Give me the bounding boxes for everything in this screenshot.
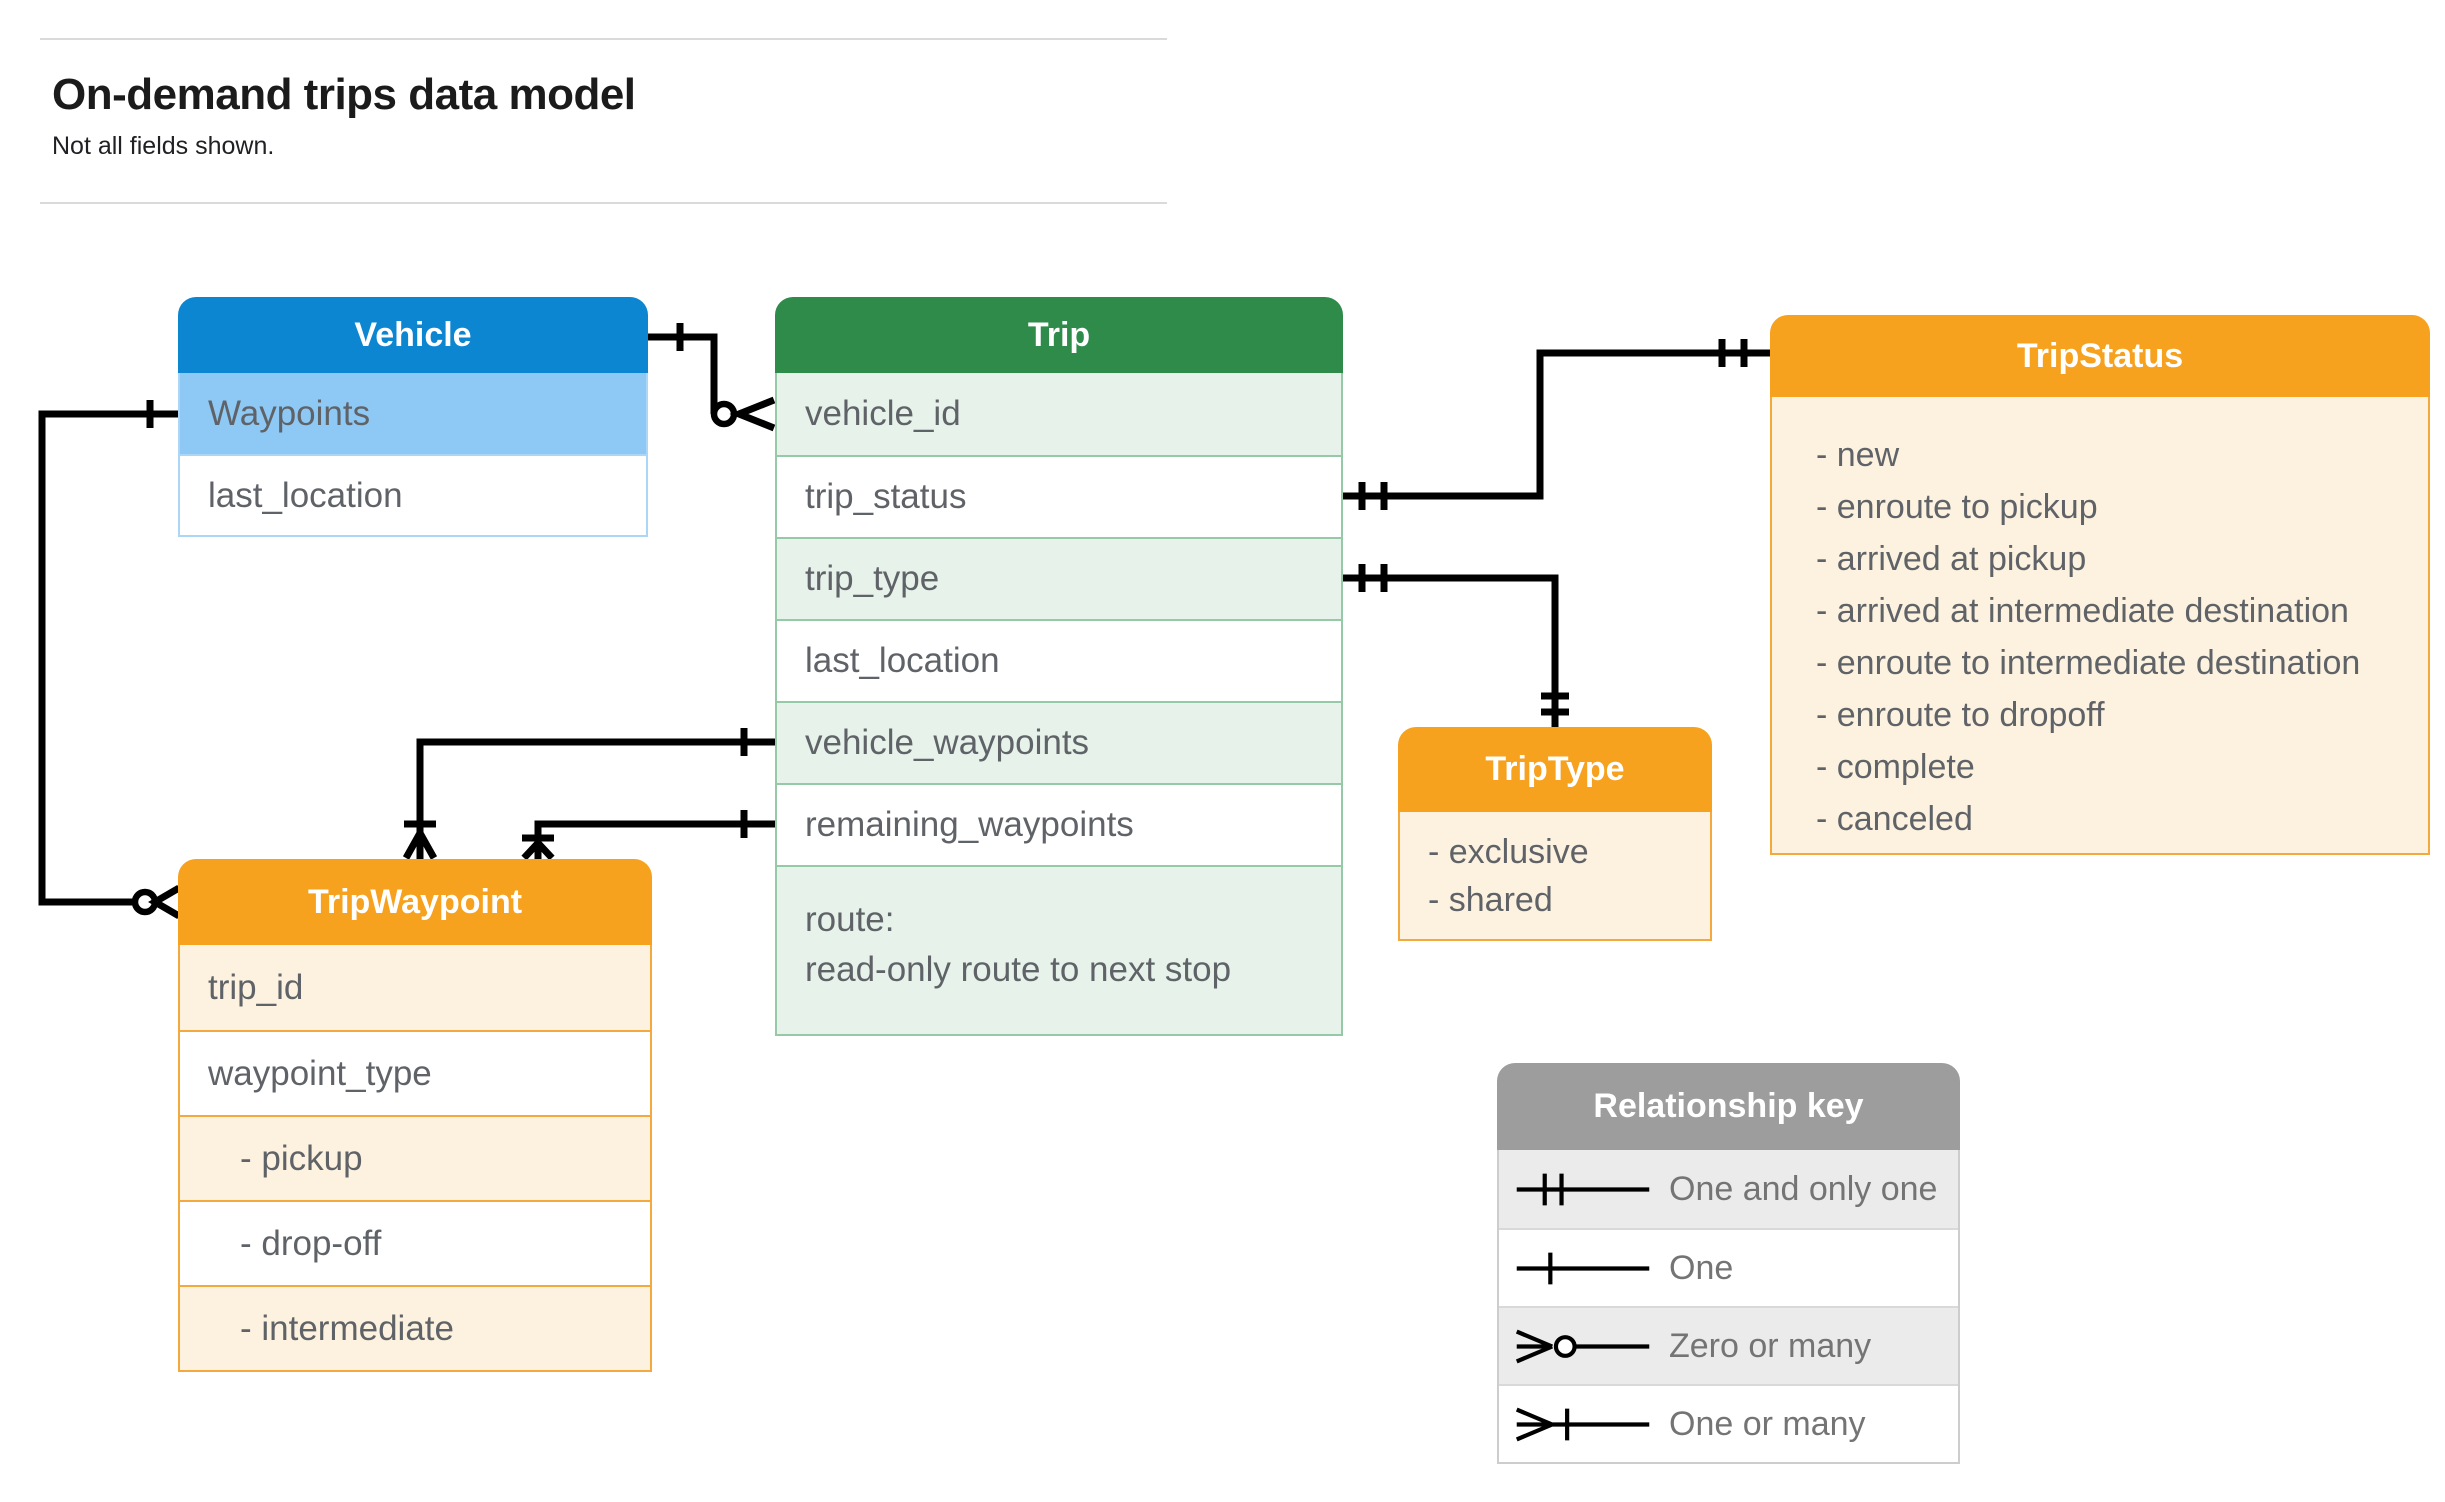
wire — [1343, 349, 1770, 500]
status-value-complete: - complete — [1816, 748, 1975, 786]
connector-vehicle-trip — [648, 323, 776, 432]
type-value-shared: - shared — [1428, 881, 1553, 919]
field-vehicle-id: vehicle_id — [777, 373, 1341, 455]
title-rule-top — [40, 38, 1167, 40]
connector-vehicle-tripwaypoint — [38, 400, 181, 920]
connector-trip-triptype — [1343, 564, 1569, 727]
field-label: trip_status — [805, 477, 967, 516]
wire — [534, 820, 775, 859]
entity-trip-body: vehicle_id trip_status trip_type last_lo… — [775, 373, 1343, 1036]
entity-vehicle: Vehicle Waypoints last_location — [178, 297, 648, 537]
field-trip-status: trip_status — [777, 455, 1341, 537]
relationship-key-header: Relationship key — [1497, 1063, 1960, 1150]
entity-vehicle-body: Waypoints last_location — [178, 373, 648, 537]
field-trip-type: trip_type — [777, 537, 1341, 619]
crow-foot-icon — [521, 837, 555, 861]
status-value-arrived-at-intermediate-destination: - arrived at intermediate destination — [1816, 592, 2349, 630]
relationship-key-title: Relationship key — [1593, 1087, 1864, 1125]
entity-triptype-title: TripType — [1485, 750, 1625, 788]
entity-trip: Trip vehicle_id trip_status trip_type la… — [775, 297, 1343, 1036]
entity-vehicle-title: Vehicle — [354, 315, 472, 354]
entity-tripwaypoint-header: TripWaypoint — [178, 859, 652, 945]
relationship-key-body: One and only one One Zero or many — [1497, 1150, 1960, 1464]
page-subtitle: Not all fields shown. — [52, 132, 275, 160]
status-value-arrived-at-pickup: - arrived at pickup — [1816, 540, 2087, 578]
field-vehicle-waypoints: vehicle_waypoints — [777, 701, 1341, 783]
legend-label: One or many — [1669, 1404, 1866, 1443]
field-route: route: read-only route to next stop — [777, 865, 1341, 1034]
one-symbol — [1516, 1252, 1650, 1284]
field-label: Waypoints — [208, 393, 371, 433]
field-label: last_location — [805, 641, 1000, 680]
field-label: - intermediate — [240, 1308, 454, 1348]
legend-label: Zero or many — [1669, 1326, 1872, 1365]
route-label: route: — [805, 900, 895, 939]
legend-row-one: One — [1499, 1228, 1958, 1306]
field-label: - pickup — [240, 1138, 363, 1178]
legend-row-one-and-only-one: One and only one — [1499, 1150, 1958, 1228]
zero-or-many-symbol — [1515, 1329, 1650, 1363]
waypoint-value-drop-off: - drop-off — [180, 1200, 650, 1285]
status-value-enroute-to-pickup: - enroute to pickup — [1816, 488, 2098, 526]
title-rule-bottom — [40, 202, 1167, 204]
field-label: waypoint_type — [208, 1053, 432, 1093]
one-or-many-symbol — [1515, 1407, 1650, 1441]
legend-row-one-or-many: One or many — [1499, 1384, 1958, 1462]
entity-vehicle-header: Vehicle — [178, 297, 648, 373]
wire — [1343, 574, 1559, 727]
status-value-new: - new — [1816, 436, 1900, 474]
field-label: - drop-off — [240, 1223, 382, 1263]
status-value-canceled: - canceled — [1816, 800, 1973, 838]
relationship-key: Relationship key One and only one One — [1497, 1063, 1960, 1464]
type-value-exclusive: - exclusive — [1428, 833, 1589, 871]
entity-triptype-body: - exclusive - shared — [1398, 812, 1712, 941]
zero-many-circle — [710, 400, 738, 428]
field-label: vehicle_waypoints — [805, 723, 1090, 762]
field-remaining-waypoints: remaining_waypoints — [777, 783, 1341, 865]
one-and-only-one-symbol — [1516, 1173, 1650, 1205]
zero-many-circle — [131, 888, 159, 916]
field-last-location: last_location — [777, 619, 1341, 701]
wire — [38, 410, 178, 906]
field-waypoints: Waypoints — [180, 373, 646, 454]
crow-foot-icon — [729, 396, 776, 432]
entity-trip-title: Trip — [1027, 315, 1091, 354]
legend-row-zero-or-many: Zero or many — [1499, 1306, 1958, 1384]
status-value-enroute-to-intermediate-destination: - enroute to intermediate destination — [1816, 644, 2361, 682]
entity-tripwaypoint-title: TripWaypoint — [307, 882, 523, 921]
field-label: last_location — [208, 475, 403, 515]
legend-label: One — [1669, 1248, 1734, 1287]
connector-trip-tripwaypoint-remaining-waypoints — [521, 810, 775, 861]
entity-tripstatus-title: TripStatus — [2016, 336, 2184, 375]
field-label: trip_id — [208, 967, 304, 1007]
entity-triptype: TripType - exclusive - shared — [1398, 727, 1712, 941]
crow-foot-icon — [148, 884, 181, 920]
field-last-location: last_location — [180, 454, 646, 535]
wire — [416, 738, 775, 859]
field-label: remaining_waypoints — [805, 805, 1134, 844]
field-waypoint-type: waypoint_type — [180, 1030, 650, 1115]
connector-trip-tripwaypoint-vehicle-waypoints — [402, 728, 775, 860]
entity-tripstatus-body: - new - enroute to pickup - arrived at p… — [1770, 397, 2430, 855]
waypoint-value-intermediate: - intermediate — [180, 1285, 650, 1370]
entity-tripstatus: TripStatus - new - enroute to pickup - a… — [1770, 315, 2430, 855]
route-note: read-only route to next stop — [805, 950, 1232, 989]
page-title: On-demand trips data model — [52, 70, 636, 119]
status-value-enroute-to-dropoff: - enroute to dropoff — [1816, 696, 2105, 734]
legend-label: One and only one — [1669, 1169, 1938, 1208]
field-label: trip_type — [805, 559, 940, 598]
field-label: vehicle_id — [805, 394, 961, 433]
entity-trip-header: Trip — [775, 297, 1343, 373]
crow-foot-icon — [402, 825, 438, 860]
entity-tripwaypoint-body: trip_id waypoint_type - pickup - drop-of… — [178, 945, 652, 1372]
wire — [648, 333, 718, 414]
entity-triptype-header: TripType — [1398, 727, 1712, 812]
entity-tripwaypoint: TripWaypoint trip_id waypoint_type - pic… — [178, 859, 652, 1372]
entity-tripstatus-header: TripStatus — [1770, 315, 2430, 397]
field-trip-id: trip_id — [180, 945, 650, 1030]
connector-trip-tripstatus — [1343, 339, 1770, 510]
waypoint-value-pickup: - pickup — [180, 1115, 650, 1200]
